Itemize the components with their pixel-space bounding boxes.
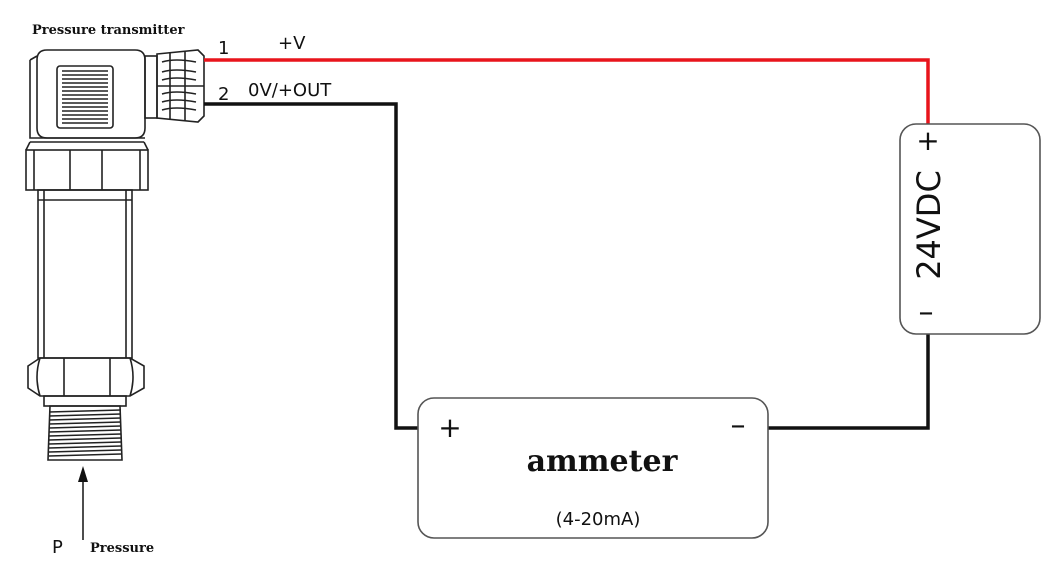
ammeter-minus-terminal: –	[731, 408, 746, 443]
ammeter-range: (4-20mA)	[556, 509, 641, 530]
return-wire-ammeter-to-supply	[766, 334, 930, 430]
ammeter-label: ammeter	[527, 444, 679, 479]
pressure-label: Pressure	[90, 541, 154, 556]
connector-head	[29, 49, 146, 139]
ammeter-plus-terminal: +	[438, 411, 461, 444]
ammeter-box	[417, 397, 769, 539]
upper-collar	[25, 141, 149, 191]
signal-wire-transmitter-to-ammeter	[204, 102, 420, 430]
transmitter-title: Pressure transmitter	[32, 23, 185, 38]
power-supply-plus-terminal: +	[916, 124, 939, 157]
threaded-port	[43, 395, 127, 461]
power-supply-minus-terminal: –	[919, 295, 934, 330]
hex-nut	[27, 357, 145, 397]
pressure-arrow-head	[78, 466, 88, 482]
positive-wire	[204, 58, 930, 124]
pin-1-number: 1	[218, 38, 229, 59]
body-tube	[37, 189, 133, 359]
pin-2-number: 2	[218, 84, 229, 105]
pressure-symbol: P	[52, 537, 63, 558]
pressure-transmitter-drawing	[25, 49, 205, 540]
power-supply-label: 24VDC	[910, 170, 948, 280]
pin-2-signal-label: 0V/+OUT	[248, 80, 332, 101]
pin-1-signal-label: +V	[278, 33, 306, 54]
power-supply-box	[899, 123, 1041, 335]
cable-gland	[144, 49, 205, 123]
